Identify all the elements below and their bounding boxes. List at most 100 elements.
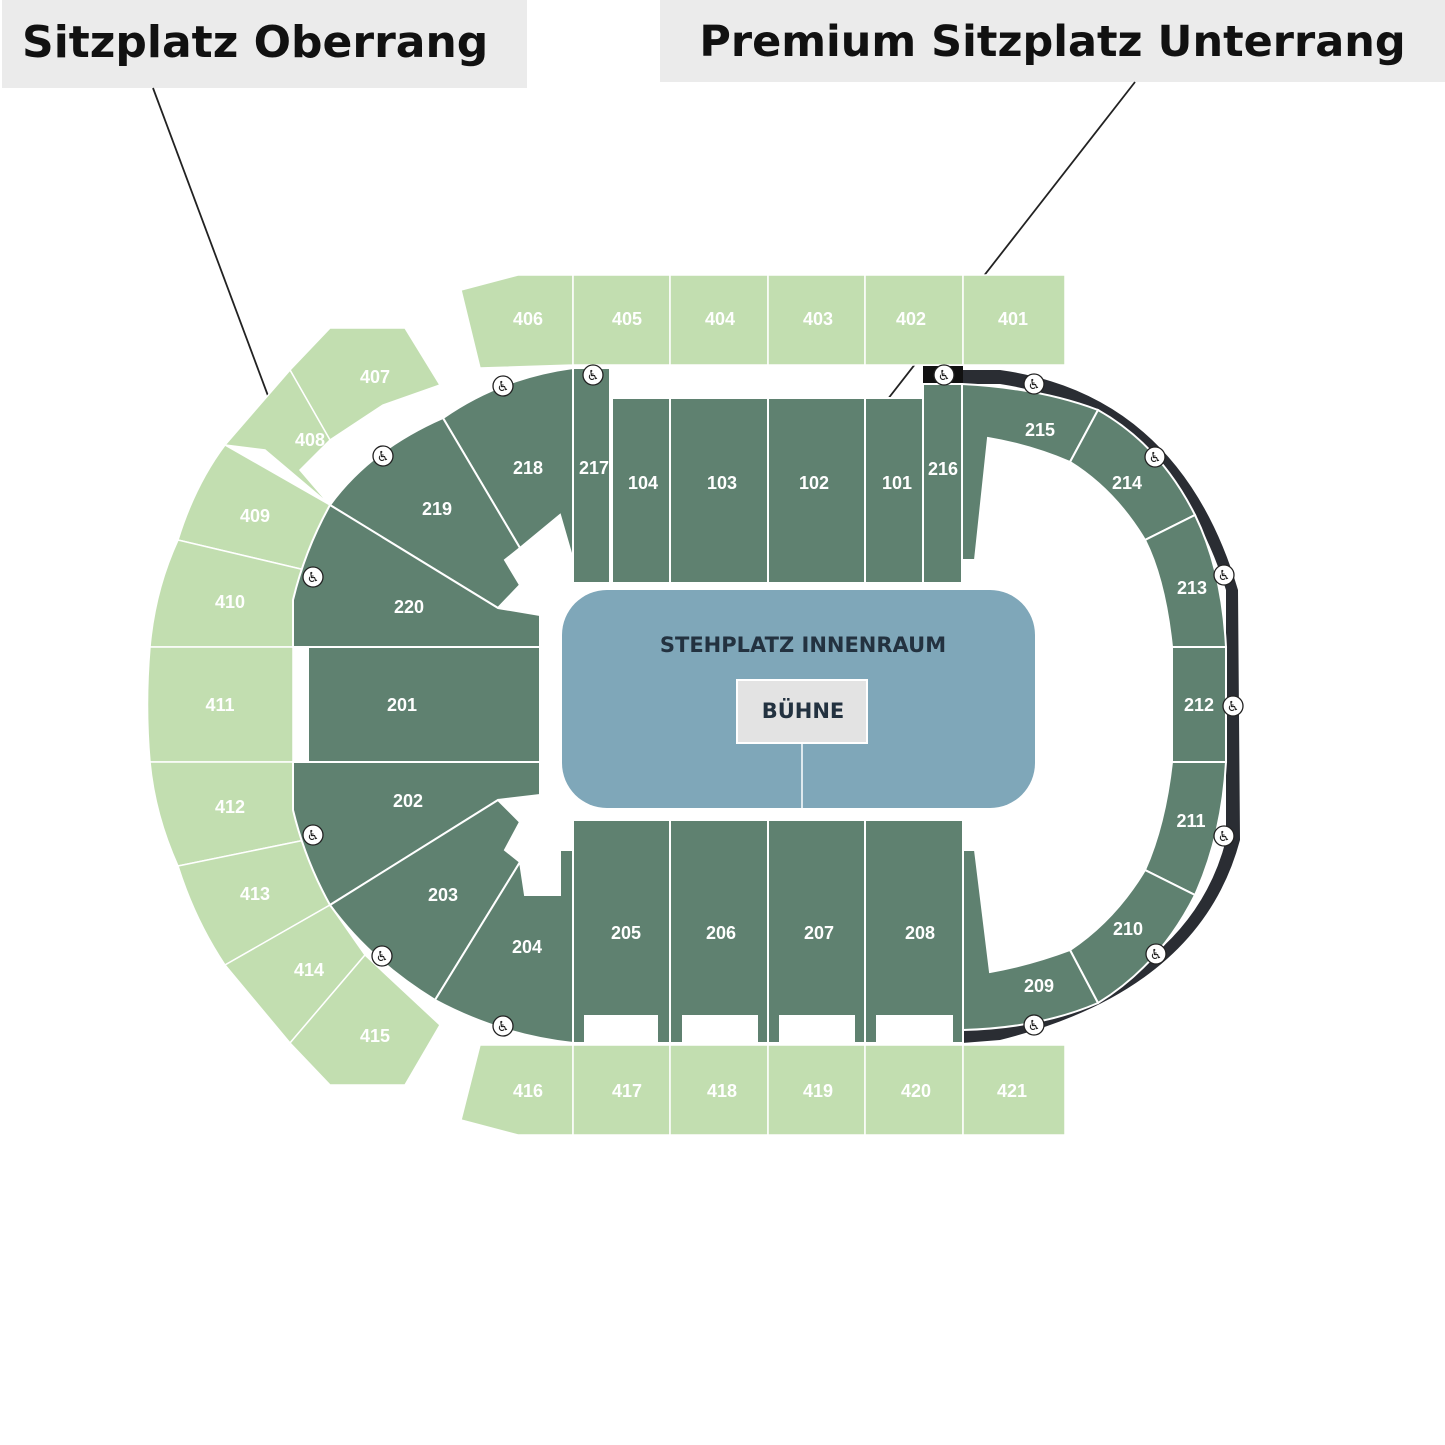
label-408: 408	[295, 430, 325, 450]
label-218: 218	[513, 458, 543, 478]
lower-tier	[292, 366, 1228, 1045]
upper-tier-callout: Sitzplatz Oberrang	[2, 0, 527, 88]
section-401[interactable]	[962, 274, 1066, 366]
wheelchair-icon: ♿	[1023, 373, 1045, 395]
label-405: 405	[612, 309, 642, 329]
label-219: 219	[422, 499, 452, 519]
label-216: 216	[928, 459, 958, 479]
svg-text:♿: ♿	[1028, 377, 1041, 393]
section-421[interactable]	[962, 1044, 1066, 1136]
label-207: 207	[804, 923, 834, 943]
vomitory-206	[682, 1015, 758, 1043]
label-209: 209	[1024, 976, 1054, 996]
section-404[interactable]	[669, 274, 769, 366]
label-410: 410	[215, 592, 245, 612]
stage[interactable]	[736, 679, 868, 744]
wheelchair-icon: ♿	[1213, 564, 1235, 586]
wheelchair-icon: ♿	[371, 945, 393, 967]
label-201: 201	[387, 695, 417, 715]
vomitory-208	[876, 1015, 953, 1043]
wheelchair-icon: ♿	[1144, 446, 1166, 468]
label-407: 407	[360, 367, 390, 387]
label-212: 212	[1184, 695, 1214, 715]
label-402: 402	[896, 309, 926, 329]
section-417[interactable]	[572, 1044, 671, 1136]
section-102[interactable]	[767, 397, 866, 584]
label-203: 203	[428, 885, 458, 905]
section-218[interactable]	[441, 366, 574, 561]
wheelchair-icon: ♿	[492, 1015, 514, 1037]
label-210: 210	[1113, 919, 1143, 939]
section-420[interactable]	[864, 1044, 964, 1136]
label-411: 411	[205, 695, 234, 715]
label-404: 404	[705, 309, 735, 329]
label-415: 415	[360, 1026, 390, 1046]
label-205: 205	[611, 923, 641, 943]
section-208[interactable]	[864, 819, 964, 1044]
label-418: 418	[707, 1081, 737, 1101]
svg-text:♿: ♿	[376, 949, 389, 965]
section-labels: 406 405 404 403 402 401 407 408 409 410 …	[205, 309, 1214, 1101]
section-416[interactable]	[460, 1044, 574, 1136]
label-103: 103	[707, 473, 737, 493]
section-204[interactable]	[433, 849, 574, 1045]
section-216[interactable]	[922, 383, 963, 584]
wheelchair-icon: ♿	[582, 364, 604, 386]
label-220: 220	[394, 597, 424, 617]
label-403: 403	[803, 309, 833, 329]
label-202: 202	[393, 791, 423, 811]
label-420: 420	[901, 1081, 931, 1101]
label-413: 413	[240, 884, 270, 904]
section-215[interactable]	[961, 382, 1100, 561]
label-214: 214	[1112, 473, 1142, 493]
label-416: 416	[513, 1081, 543, 1101]
vomitory-205	[584, 1015, 658, 1043]
wheelchair-icon: ♿	[1023, 1014, 1045, 1036]
svg-text:♿: ♿	[1028, 1018, 1041, 1034]
label-217: 217	[579, 458, 609, 478]
section-419[interactable]	[767, 1044, 866, 1136]
section-103[interactable]	[669, 397, 769, 584]
wheelchair-icon: ♿	[1222, 695, 1244, 717]
svg-text:♿: ♿	[497, 379, 510, 395]
floor-title: STEHPLATZ INNENRAUM	[660, 633, 946, 657]
label-401: 401	[998, 309, 1028, 329]
label-414: 414	[294, 960, 324, 980]
stage-label: BÜHNE	[762, 698, 845, 723]
section-104[interactable]	[611, 397, 671, 584]
wheelchair-icon: ♿	[372, 445, 394, 467]
label-419: 419	[803, 1081, 833, 1101]
section-220[interactable]	[292, 503, 541, 648]
svg-text:♿: ♿	[938, 368, 951, 384]
label-213: 213	[1177, 578, 1207, 598]
svg-text:♿: ♿	[1218, 568, 1231, 584]
label-211: 211	[1176, 811, 1205, 831]
section-209[interactable]	[962, 849, 1100, 1032]
label-102: 102	[799, 473, 829, 493]
label-421: 421	[997, 1081, 1027, 1101]
svg-text:♿: ♿	[1227, 699, 1240, 715]
label-406: 406	[513, 309, 543, 329]
section-219[interactable]	[328, 416, 522, 610]
section-201[interactable]	[307, 646, 541, 763]
svg-text:♿: ♿	[497, 1019, 510, 1035]
upper-tier	[146, 274, 1066, 1136]
svg-text:♿: ♿	[377, 449, 390, 465]
premium-lower-tier-callout: Premium Sitzplatz Unterrang	[660, 0, 1445, 82]
label-104: 104	[628, 473, 658, 493]
svg-text:♿: ♿	[307, 828, 320, 844]
wheelchair-icon: ♿	[1145, 943, 1167, 965]
label-204: 204	[512, 937, 542, 957]
section-101[interactable]	[864, 397, 924, 584]
svg-text:♿: ♿	[307, 570, 320, 586]
label-417: 417	[612, 1081, 642, 1101]
label-215: 215	[1025, 420, 1055, 440]
label-206: 206	[706, 923, 736, 943]
wheelchair-icon: ♿	[492, 375, 514, 397]
wheelchair-icon: ♿	[1213, 825, 1235, 847]
svg-text:♿: ♿	[1150, 947, 1163, 963]
section-207[interactable]	[767, 819, 866, 1044]
section-415[interactable]	[288, 953, 441, 1086]
section-212[interactable]	[1171, 646, 1227, 763]
